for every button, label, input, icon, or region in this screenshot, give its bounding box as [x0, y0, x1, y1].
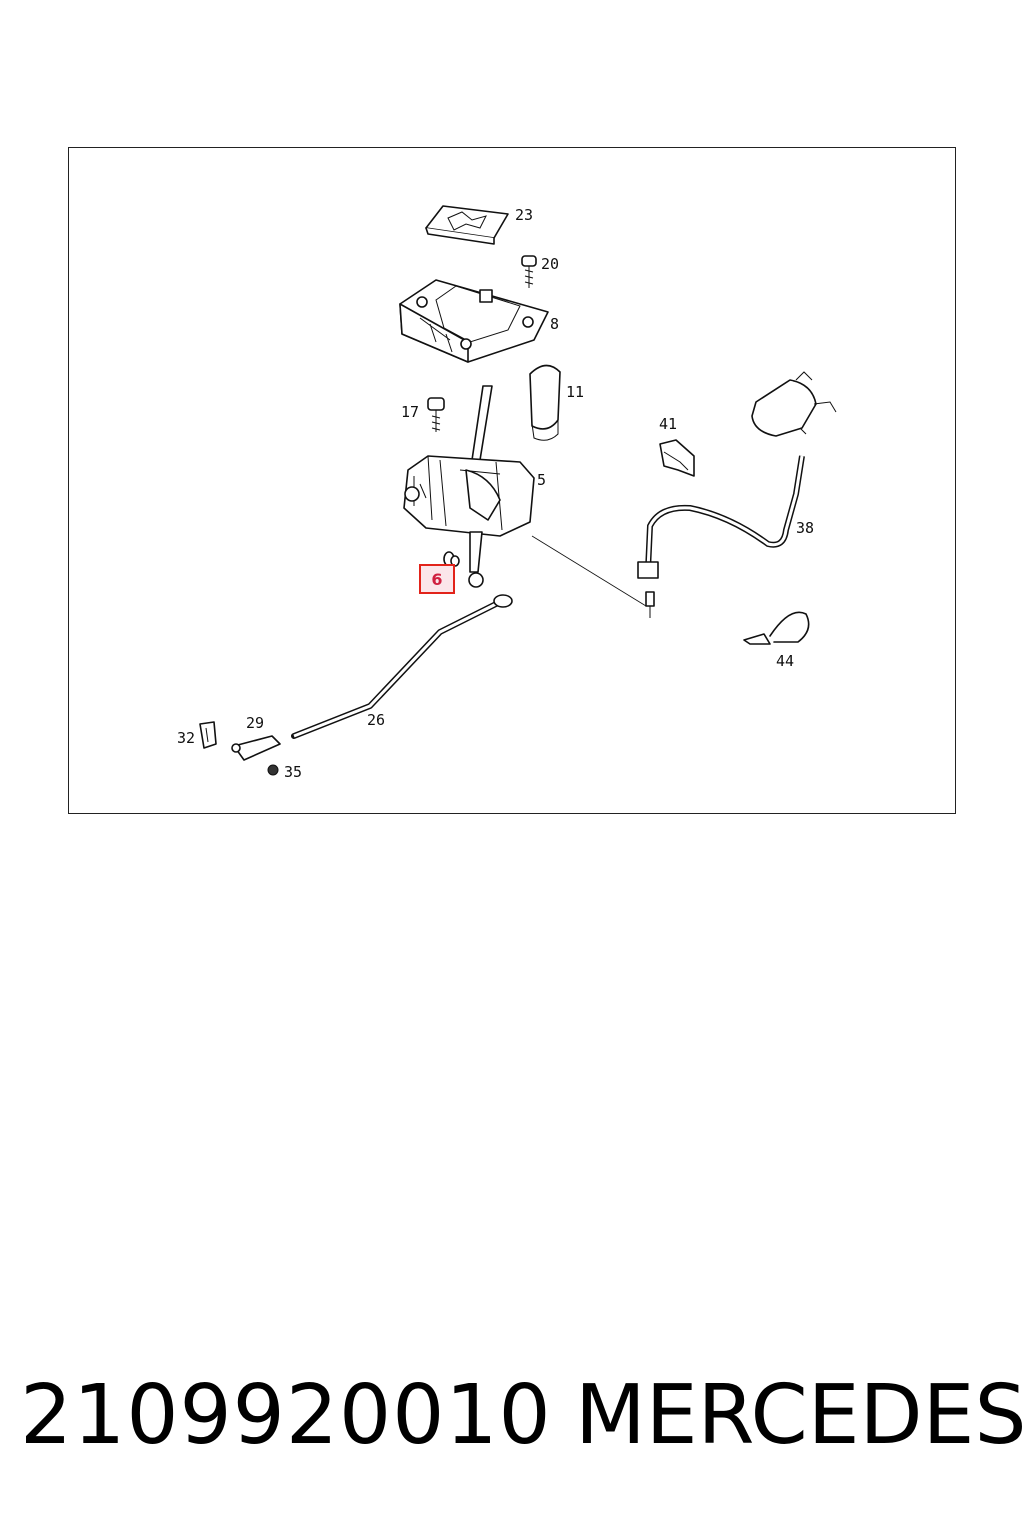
part-number: 2109920010	[20, 1368, 552, 1463]
part-11-knob[interactable]	[529, 364, 561, 441]
leader-line	[531, 535, 647, 607]
part-23-cover[interactable]	[425, 205, 509, 245]
label-11: 11	[566, 383, 584, 401]
diagram-frame	[68, 147, 956, 814]
label-20: 20	[541, 255, 559, 273]
highlighted-part-label[interactable]: 6	[419, 564, 455, 594]
exploded-parts-diagram: 23 20 8 11 17 41 5 38 44 32 29 26 35	[177, 205, 837, 781]
label-23: 23	[515, 206, 533, 224]
label-17: 17	[401, 403, 419, 421]
brand-name: MERCEDES	[575, 1368, 1024, 1463]
label-35: 35	[284, 763, 302, 781]
part-17-screw[interactable]	[427, 397, 445, 432]
part-38-cable[interactable]	[637, 371, 837, 618]
part-5-shifter-assembly[interactable]	[403, 385, 535, 588]
label-8: 8	[550, 315, 559, 333]
part-20-bolt[interactable]	[521, 255, 537, 288]
part-6-clip[interactable]	[443, 551, 460, 567]
label-38: 38	[796, 519, 814, 537]
label-41: 41	[659, 415, 677, 433]
part-44-cable-tie[interactable]	[743, 611, 810, 645]
part-29-lever[interactable]	[231, 735, 281, 761]
part-41-bracket[interactable]	[659, 439, 695, 477]
label-32: 32	[177, 729, 195, 747]
part-35-nut[interactable]	[267, 764, 279, 776]
label-5: 5	[537, 471, 546, 489]
part-8-frame[interactable]	[399, 279, 549, 363]
part-32-clip[interactable]	[199, 721, 217, 749]
part-26-rod[interactable]	[291, 594, 513, 739]
label-44: 44	[776, 652, 794, 670]
label-26: 26	[367, 711, 385, 729]
label-29: 29	[246, 714, 264, 732]
